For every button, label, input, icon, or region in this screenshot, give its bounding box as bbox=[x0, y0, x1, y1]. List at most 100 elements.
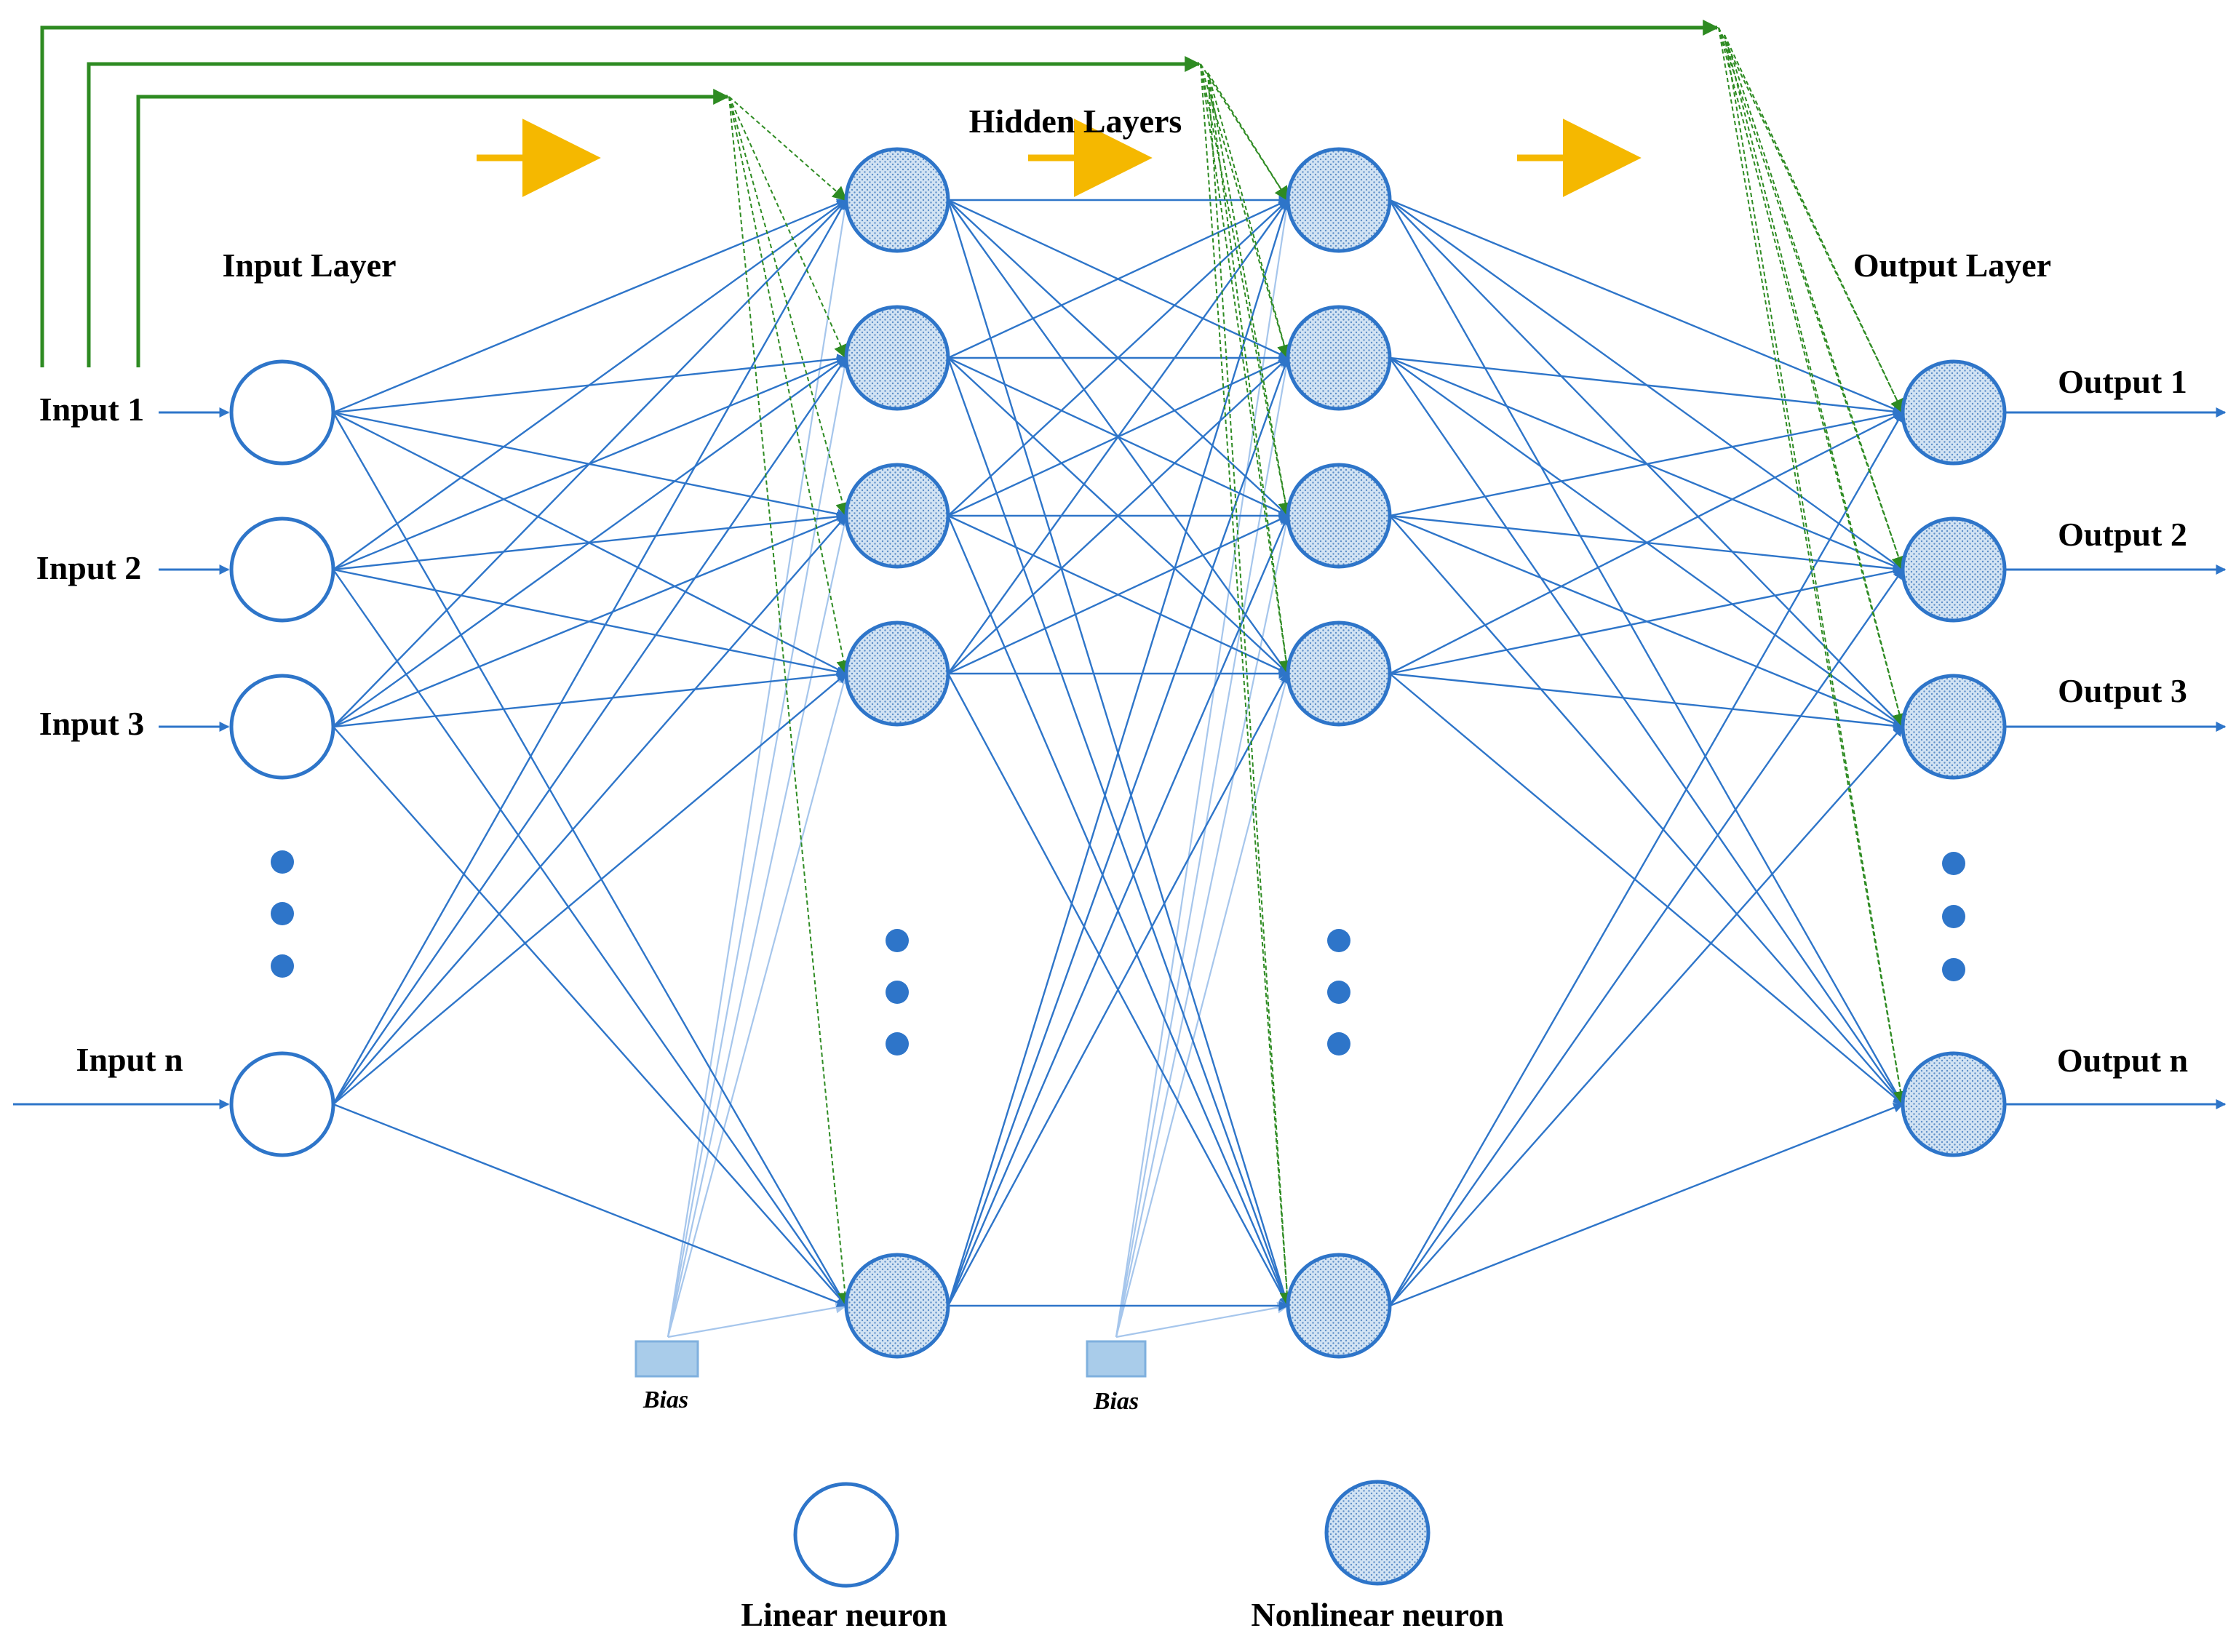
bias1-connection-3 bbox=[667, 514, 850, 1338]
hidden2-neuron-2 bbox=[1286, 305, 1392, 411]
input-neuron-n bbox=[229, 1051, 335, 1157]
hidden2-neuron-1 bbox=[1286, 147, 1392, 253]
connection-hidden1-hidden2-4-2 bbox=[947, 357, 1289, 674]
bias-label-2: Bias bbox=[1093, 1388, 1139, 1415]
connection-hidden2-output-5-4 bbox=[1389, 1103, 1904, 1307]
hidden1-neuron-n bbox=[844, 1253, 950, 1359]
hidden2-neuron-3 bbox=[1286, 463, 1392, 569]
skip-link-hidden1-5 bbox=[728, 96, 853, 1307]
input-ellipsis bbox=[271, 850, 294, 978]
connection-hidden2-output-4-3 bbox=[1389, 672, 1904, 731]
connection-hidden1-hidden2-5-1 bbox=[947, 199, 1290, 1306]
skip-bus-to-hidden1 bbox=[136, 89, 730, 367]
connection-input-hidden1-2-1 bbox=[333, 199, 848, 570]
connection-hidden2-output-3-4 bbox=[1389, 515, 1903, 1106]
output-neuron-n bbox=[1901, 1051, 2007, 1157]
bias-box-2 bbox=[1086, 1340, 1147, 1378]
input-label-1: Input 1 bbox=[39, 391, 144, 428]
connection-input-hidden1-4-4 bbox=[333, 673, 848, 1105]
input-neuron-1 bbox=[229, 359, 335, 466]
connection-input-hidden1-3-2 bbox=[333, 357, 848, 727]
bias1-connection-1 bbox=[667, 199, 851, 1338]
connection-hidden2-output-4-4 bbox=[1389, 673, 1904, 1105]
skip-bus-to-output bbox=[40, 20, 1719, 367]
connection-input-hidden1-1-1 bbox=[333, 199, 848, 414]
bias1-connection-5 bbox=[667, 1301, 848, 1338]
skip-link-hidden2-a-5 bbox=[1200, 63, 1294, 1307]
connection-hidden1-hidden2-5-3 bbox=[947, 514, 1289, 1306]
input-label-n: Input n bbox=[76, 1041, 183, 1078]
skip-link-hidden2-b-2 bbox=[1207, 72, 1292, 359]
output-label-1: Output 1 bbox=[2058, 363, 2187, 400]
connection-hidden1-hidden2-5-2 bbox=[947, 356, 1290, 1306]
output-label-n: Output n bbox=[2057, 1042, 2188, 1079]
bias2-connection-4 bbox=[1115, 672, 1292, 1338]
hidden2-ellipsis bbox=[1327, 929, 1350, 1056]
connection-input-hidden1-2-5 bbox=[333, 569, 847, 1307]
output-layer-label: Output Layer bbox=[1853, 247, 2051, 284]
connection-hidden2-output-1-1 bbox=[1389, 199, 1904, 414]
skip-link-output-a-3 bbox=[1718, 27, 1907, 728]
connection-hidden1-hidden2-2-1 bbox=[947, 199, 1289, 359]
connection-hidden2-output-4-2 bbox=[1389, 566, 1904, 675]
connection-hidden2-output-5-1 bbox=[1388, 411, 1904, 1306]
input-neuron-3 bbox=[229, 674, 335, 780]
output-label-2: Output 2 bbox=[2058, 516, 2187, 553]
skip-link-hidden2-b-1 bbox=[1207, 72, 1289, 201]
connection-input-hidden1-3-1 bbox=[333, 199, 847, 727]
connection-input-hidden1-1-5 bbox=[332, 412, 848, 1307]
neurons bbox=[229, 147, 2007, 1359]
skip-link-hidden2-b-4 bbox=[1207, 72, 1294, 675]
legend-linear-neuron-icon bbox=[793, 1482, 899, 1588]
skip-link-hidden2-b-3 bbox=[1207, 72, 1293, 517]
input-label-3: Input 3 bbox=[39, 705, 144, 742]
connection-hidden1-hidden2-5-4 bbox=[947, 672, 1289, 1306]
skip-link-hidden2-a-3 bbox=[1200, 63, 1293, 517]
hidden1-neuron-4 bbox=[844, 621, 950, 727]
output-neuron-2 bbox=[1901, 516, 2007, 623]
weight-connections bbox=[332, 195, 1904, 1311]
bias-box-1 bbox=[634, 1340, 699, 1378]
skip-link-output-a-4 bbox=[1718, 27, 1908, 1106]
connection-hidden2-output-3-1 bbox=[1389, 409, 1904, 517]
hidden-layers-label: Hidden Layers bbox=[969, 103, 1182, 140]
input-neuron-2 bbox=[229, 516, 335, 623]
output-neuron-1 bbox=[1901, 359, 2007, 466]
output-label-3: Output 3 bbox=[2058, 672, 2187, 709]
connection-input-hidden1-3-3 bbox=[333, 514, 848, 728]
skip-link-output-b-3 bbox=[1724, 34, 1907, 728]
legend-nonlinear-neuron-icon bbox=[1324, 1480, 1431, 1586]
skip-link-output-a-2 bbox=[1718, 27, 1906, 571]
connection-hidden2-output-2-4 bbox=[1389, 357, 1903, 1106]
skip-link-hidden2-a-1 bbox=[1200, 63, 1289, 201]
bias2-connection-3 bbox=[1115, 514, 1292, 1338]
input-layer-label: Input Layer bbox=[223, 247, 397, 284]
bias2-connection-1 bbox=[1115, 199, 1292, 1338]
legend-linear-label: Linear neuron bbox=[741, 1596, 947, 1633]
connection-hidden2-output-5-2 bbox=[1389, 568, 1903, 1306]
connection-input-hidden1-4-1 bbox=[332, 199, 848, 1105]
bias1-connection-4 bbox=[667, 672, 849, 1338]
skip-link-hidden1-1 bbox=[728, 96, 848, 201]
hidden2-neuron-n bbox=[1286, 1253, 1392, 1359]
hidden2-neuron-4 bbox=[1286, 621, 1392, 727]
skip-link-hidden1-4 bbox=[728, 96, 851, 675]
connection-hidden1-hidden2-4-1 bbox=[947, 199, 1289, 674]
connection-input-hidden1-3-4 bbox=[333, 669, 848, 728]
skip-link-output-b-1 bbox=[1724, 34, 1904, 414]
bias1-connection-2 bbox=[667, 356, 851, 1338]
input-label-2: Input 2 bbox=[36, 549, 141, 586]
skip-connections bbox=[40, 20, 1908, 1307]
hidden1-ellipsis bbox=[886, 929, 909, 1056]
bias2-connection-2 bbox=[1115, 356, 1292, 1338]
bias-connections bbox=[667, 199, 1292, 1338]
connection-input-hidden1-4-2 bbox=[333, 356, 847, 1105]
output-ellipsis bbox=[1942, 852, 1965, 981]
connection-input-hidden1-4-3 bbox=[333, 514, 847, 1105]
bias2-connection-5 bbox=[1115, 1301, 1289, 1338]
skip-link-hidden2-b-5 bbox=[1207, 72, 1294, 1307]
hidden1-neuron-1 bbox=[844, 147, 950, 253]
connection-hidden1-hidden2-3-1 bbox=[947, 199, 1289, 516]
hidden1-neuron-3 bbox=[844, 463, 950, 569]
